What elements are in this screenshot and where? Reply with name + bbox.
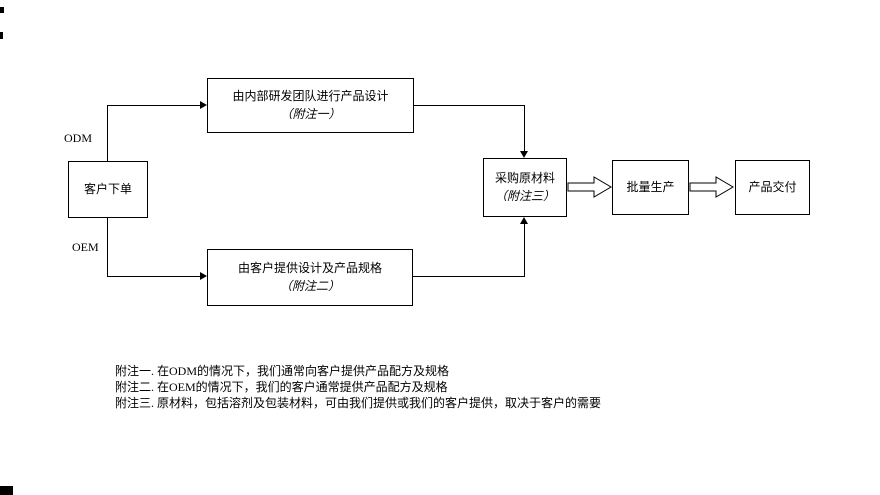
oem-design-title: 由客户提供设计及产品规格 [237,261,382,276]
customer-order-label: 客户下单 [83,181,132,196]
footnote-1: 附注一. 在ODM的情况下，我们通常向客户提供产品配方及规格 [115,364,450,378]
connector-odm-to-materials-horizontal [414,105,525,106]
arrowhead-into-materials-top-icon [520,151,528,158]
footnotes: 附注一. 在ODM的情况下，我们通常向客户提供产品配方及规格 附注二. 在OEM… [115,363,601,411]
customer-order-box: 客户下单 [68,161,148,218]
connector-oem-to-materials-vertical [524,223,525,277]
footnote-3: 附注三. 原材料，包括溶剂及包装材料，可由我们提供或我们的客户提供，取决于客户的… [115,396,602,410]
odm-design-note-ref: （附注一） [280,106,341,121]
connector-odm-to-materials-vertical [524,105,525,152]
scan-artifact [0,32,3,39]
oem-design-note-ref: （附注二） [279,278,340,293]
connector-oem-horizontal [107,276,201,277]
block-arrow-materials-to-production-icon [567,176,612,198]
raw-materials-box: 采购原材料 （附注三） [483,158,567,217]
product-delivery-box: 产品交付 [735,160,810,215]
oem-design-box: 由客户提供设计及产品规格 （附注二） [207,249,413,306]
mass-production-box: 批量生产 [612,160,689,215]
connector-oem-to-materials-horizontal [413,276,525,277]
oem-branch-label: OEM [72,240,99,254]
connector-odm-horizontal [107,105,201,106]
raw-materials-note-ref: （附注三） [494,188,555,203]
odm-branch-label: ODM [64,131,93,145]
odm-design-title: 由内部研发团队进行产品设计 [232,89,389,104]
product-delivery-label: 产品交付 [748,179,797,194]
odm-design-box: 由内部研发团队进行产品设计 （附注一） [207,78,414,133]
arrowhead-into-oem-design-icon [200,272,207,280]
footnote-2: 附注二. 在OEM的情况下，我们的客户通常提供产品配方及规格 [115,380,448,394]
block-arrow-production-to-delivery-icon [689,176,734,198]
arrowhead-into-materials-bottom-icon [520,217,528,224]
scan-artifact [0,486,13,495]
raw-materials-title: 采购原材料 [494,171,555,186]
arrowhead-into-odm-design-icon [200,101,207,109]
mass-production-label: 批量生产 [626,179,675,194]
connector-odm-vertical [107,105,108,161]
scan-artifact [0,7,4,13]
connector-oem-vertical [107,218,108,277]
